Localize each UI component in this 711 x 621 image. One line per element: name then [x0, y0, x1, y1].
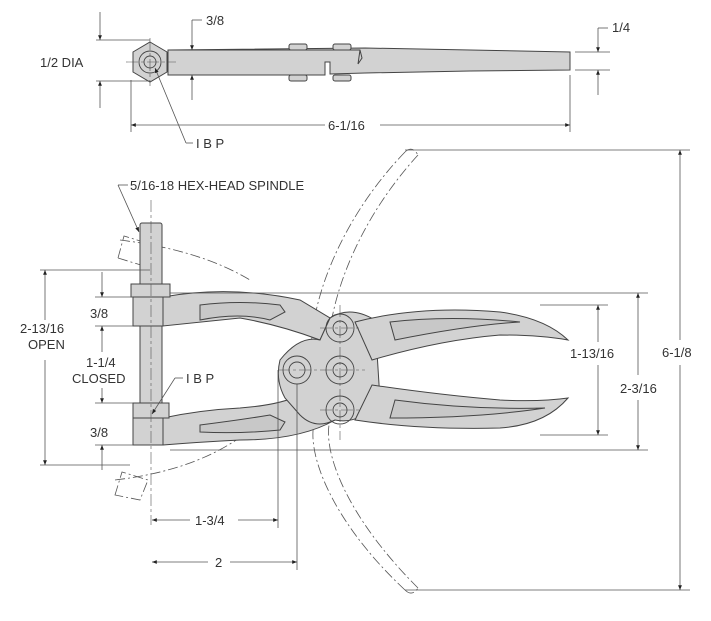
open-label-2: OPEN: [28, 337, 65, 352]
overall-open-label: 6-1/8: [662, 345, 692, 360]
closed-label-2: CLOSED: [72, 371, 125, 386]
rivet: [288, 43, 308, 51]
pivot-offset2-label: 2: [215, 555, 222, 570]
open-label-1: 2-13/16: [20, 321, 64, 336]
upper-jaw-label: 3/8: [90, 306, 108, 321]
ibp-label-side: I B P: [186, 371, 214, 386]
rivet: [332, 74, 352, 82]
pivot-offset-label: 1-3/4: [195, 513, 225, 528]
tip-label: 1/4: [612, 20, 630, 35]
inner-handle-label: 1-13/16: [570, 346, 614, 361]
upper-nut: [130, 283, 171, 298]
clamp-bar-top: [167, 47, 571, 76]
outer-handle-label: 2-3/16: [620, 381, 657, 396]
rivet: [288, 74, 308, 82]
upper-jaw-block: [132, 296, 164, 327]
lower-jaw-label: 3/8: [90, 425, 108, 440]
rivet: [332, 43, 352, 51]
dia-label: 1/2 DIA: [40, 55, 84, 70]
closed-label-1: 1-1/4: [86, 355, 116, 370]
length-label: 6-1/16: [328, 118, 365, 133]
side-view: 5/16-18 HEX-HEAD SPINDLE 2-13/16 OPEN 3/…: [20, 148, 692, 594]
spindle-label: 5/16-18 HEX-HEAD SPINDLE: [130, 178, 304, 193]
lower-jaw-block: [132, 417, 164, 446]
thickness-label: 3/8: [206, 13, 224, 28]
top-view: 1/2 DIA 3/8 1/4 6-1/16 I B P: [40, 12, 630, 151]
ibp-label-top: I B P: [196, 136, 224, 151]
upper-handle: [354, 309, 570, 361]
pivot-pins: [278, 305, 365, 440]
